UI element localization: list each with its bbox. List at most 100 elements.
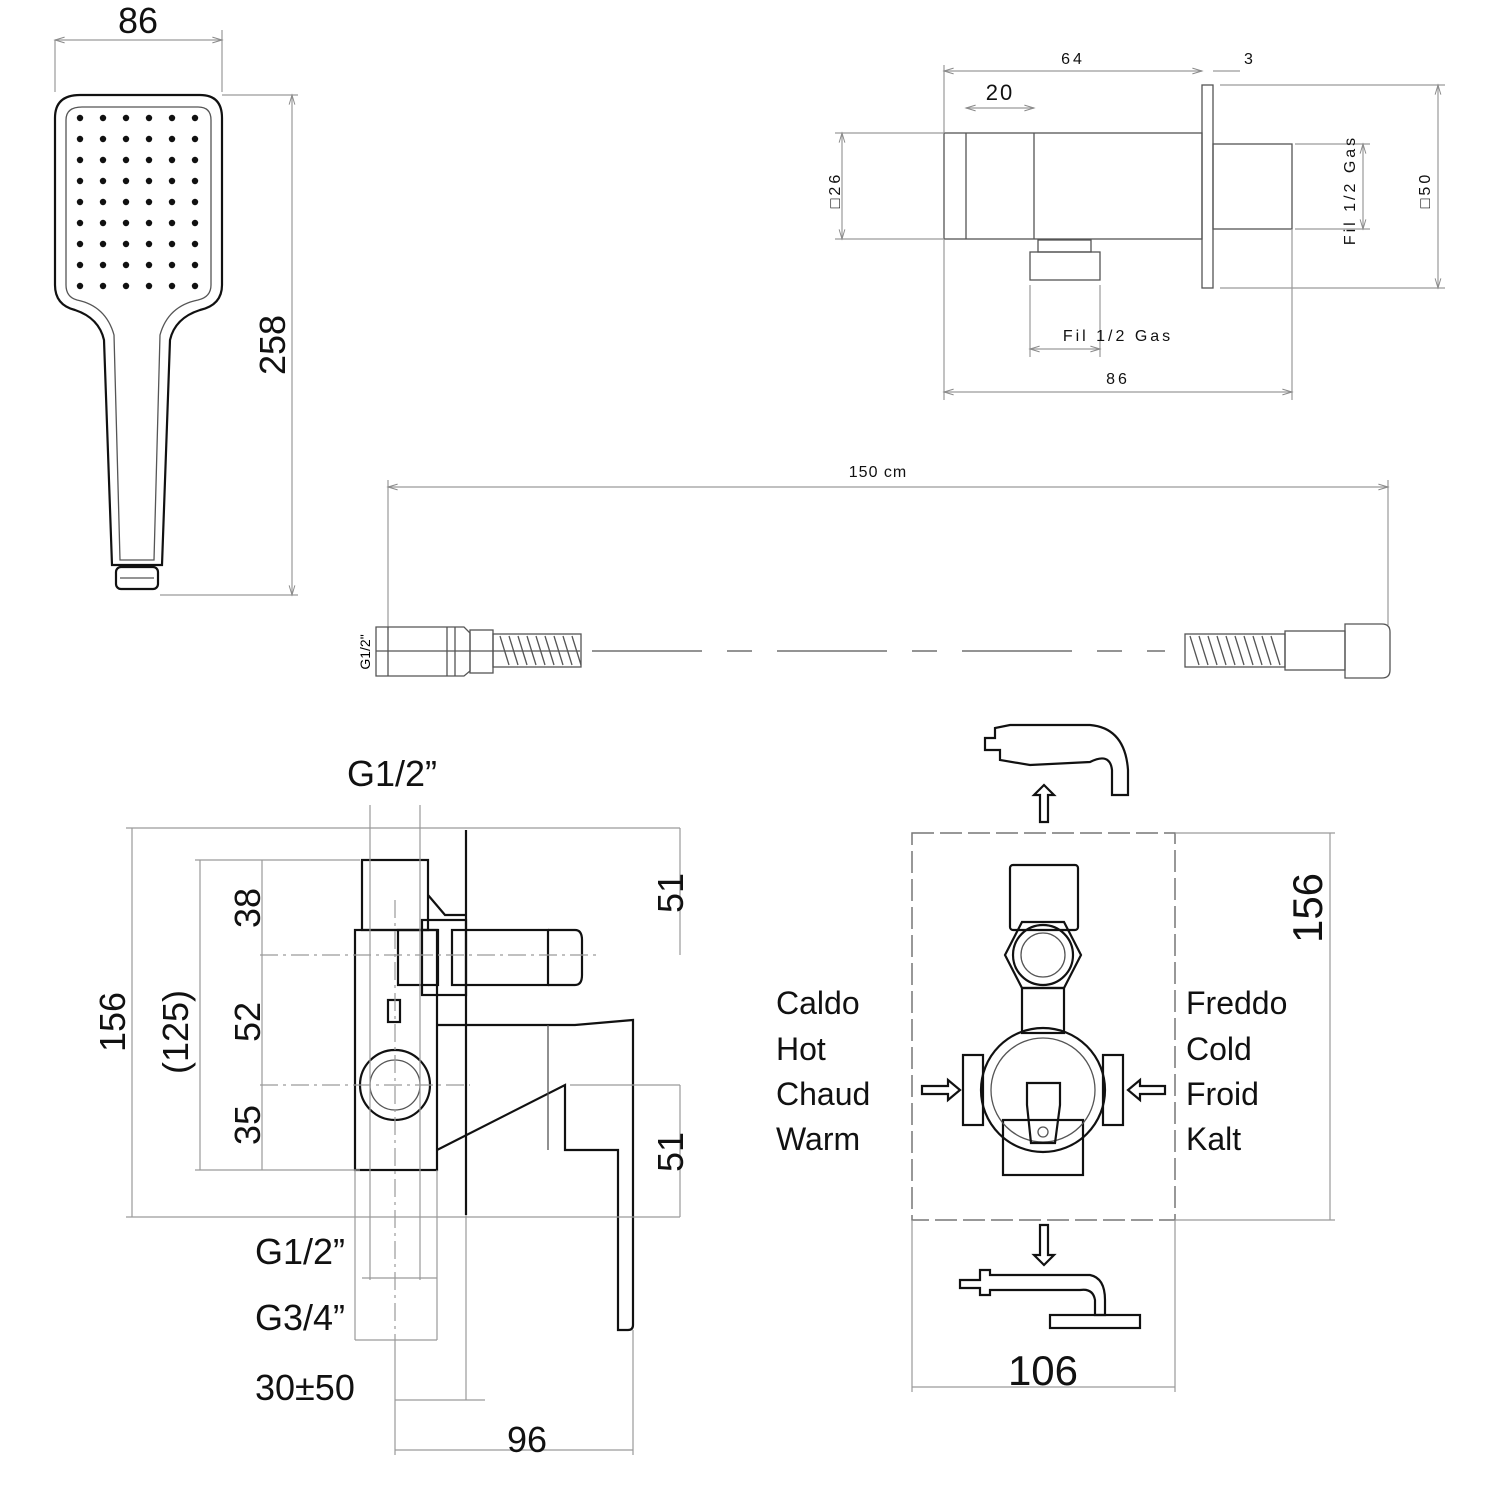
cold-label-it: Freddo bbox=[1186, 985, 1287, 1021]
wall-outlet: 64 3 20 □26 Fil 1/2 Gas □50 Fil 1/2 Gas … bbox=[827, 51, 1445, 400]
nozzle-dot bbox=[122, 261, 130, 269]
hot-label-de: Warm bbox=[776, 1121, 860, 1157]
nozzle-dot bbox=[76, 198, 84, 206]
dim-height: 258 bbox=[252, 315, 293, 375]
nozzle-dot bbox=[191, 240, 199, 248]
nozzle-dot bbox=[99, 282, 107, 290]
dim-35: 35 bbox=[227, 1105, 268, 1145]
thread-g34: G3/4” bbox=[255, 1297, 345, 1338]
hose-thread-line bbox=[1189, 635, 1200, 666]
hose-thread-line bbox=[1216, 635, 1227, 666]
nozzle-dot bbox=[76, 177, 84, 185]
spray-nozzles bbox=[76, 114, 199, 290]
thread-side: Fil 1/2 Gas bbox=[1342, 135, 1359, 245]
nozzle-dot bbox=[145, 282, 153, 290]
thread-top: G1/2” bbox=[347, 753, 437, 794]
hand-shower: 86 258 bbox=[53, 0, 298, 597]
nozzle-dot bbox=[122, 240, 130, 248]
nozzle-dot bbox=[76, 282, 84, 290]
hose-thread-line bbox=[1234, 635, 1245, 666]
nozzle-dot bbox=[122, 177, 130, 185]
nozzle-dot bbox=[76, 219, 84, 227]
hose-length: 150 cm bbox=[849, 464, 907, 481]
nozzle-dot bbox=[99, 156, 107, 164]
thread-bottom: Fil 1/2 Gas bbox=[1063, 328, 1173, 345]
hose-thread-line bbox=[1261, 635, 1272, 666]
dim-20: 20 bbox=[986, 80, 1014, 105]
nozzle-dot bbox=[99, 240, 107, 248]
nozzle-dot bbox=[191, 282, 199, 290]
dim-38: 38 bbox=[227, 888, 268, 928]
hose-thread-line bbox=[1243, 635, 1254, 666]
dim-3: 3 bbox=[1244, 51, 1256, 68]
nozzle-dot bbox=[145, 261, 153, 269]
nozzle-dot bbox=[122, 198, 130, 206]
shower-hose: 150 cm G1/2" bbox=[357, 464, 1391, 679]
dim-125: (125) bbox=[155, 990, 196, 1074]
nozzle-dot bbox=[99, 261, 107, 269]
nozzle-dot bbox=[191, 135, 199, 143]
nozzle-dot bbox=[122, 219, 130, 227]
nozzle-dot bbox=[168, 240, 176, 248]
dim-square-26: □26 bbox=[827, 172, 844, 208]
dim-width: 86 bbox=[118, 0, 158, 41]
nozzle-dot bbox=[168, 135, 176, 143]
dim-156: 156 bbox=[92, 992, 133, 1052]
nozzle-dot bbox=[145, 177, 153, 185]
cold-label-en: Cold bbox=[1186, 1031, 1252, 1067]
nozzle-dot bbox=[76, 240, 84, 248]
cold-label-fr: Froid bbox=[1186, 1076, 1259, 1112]
nozzle-dot bbox=[145, 219, 153, 227]
nozzle-dot bbox=[168, 177, 176, 185]
hot-label-fr: Chaud bbox=[776, 1076, 870, 1112]
hose-thread-line bbox=[1198, 635, 1209, 666]
dim-front-width: 106 bbox=[1008, 1347, 1078, 1394]
nozzle-dot bbox=[168, 114, 176, 122]
hose-thread-line bbox=[1252, 635, 1263, 666]
nozzle-dot bbox=[168, 261, 176, 269]
nozzle-dot bbox=[168, 156, 176, 164]
nozzle-dot bbox=[122, 156, 130, 164]
nozzle-dot bbox=[99, 135, 107, 143]
dim-64: 64 bbox=[1061, 51, 1085, 68]
nozzle-dot bbox=[76, 135, 84, 143]
nozzle-dot bbox=[145, 198, 153, 206]
nozzle-dot bbox=[145, 135, 153, 143]
nozzle-dot bbox=[191, 219, 199, 227]
nozzle-dot bbox=[168, 219, 176, 227]
nozzle-dot bbox=[145, 114, 153, 122]
dim-front-height: 156 bbox=[1284, 873, 1331, 943]
dim-52: 52 bbox=[227, 1002, 268, 1042]
nozzle-dot bbox=[191, 177, 199, 185]
cold-label-de: Kalt bbox=[1186, 1121, 1241, 1157]
nozzle-dot bbox=[168, 198, 176, 206]
nozzle-dot bbox=[145, 156, 153, 164]
nozzle-dot bbox=[99, 177, 107, 185]
dim-86: 86 bbox=[1106, 371, 1130, 388]
nozzle-dot bbox=[191, 156, 199, 164]
dim-30-50: 30±50 bbox=[255, 1367, 355, 1408]
nozzle-dot bbox=[76, 114, 84, 122]
nozzle-dot bbox=[99, 114, 107, 122]
nozzle-dot bbox=[168, 282, 176, 290]
hose-thread-line bbox=[1270, 635, 1281, 666]
nozzle-dot bbox=[191, 261, 199, 269]
nozzle-dot bbox=[122, 282, 130, 290]
hose-thread: G1/2" bbox=[357, 634, 373, 669]
dim-square-50: □50 bbox=[1417, 172, 1434, 208]
nozzle-dot bbox=[99, 219, 107, 227]
dim-51-top: 51 bbox=[650, 873, 691, 913]
nozzle-dot bbox=[122, 114, 130, 122]
mixer-side-view: G1/2” 156 (125) 38 52 35 51 51 G1/2” G3/… bbox=[92, 753, 691, 1460]
hose-thread-line bbox=[1225, 635, 1236, 666]
nozzle-dot bbox=[145, 240, 153, 248]
thread-g12: G1/2” bbox=[255, 1231, 345, 1272]
nozzle-dot bbox=[99, 198, 107, 206]
nozzle-dot bbox=[191, 114, 199, 122]
nozzle-dot bbox=[122, 135, 130, 143]
hose-thread-line bbox=[1207, 635, 1218, 666]
mixer-front-view: Caldo Hot Chaud Warm Freddo Cold Froid K… bbox=[776, 723, 1335, 1394]
dim-51-bottom: 51 bbox=[650, 1132, 691, 1172]
